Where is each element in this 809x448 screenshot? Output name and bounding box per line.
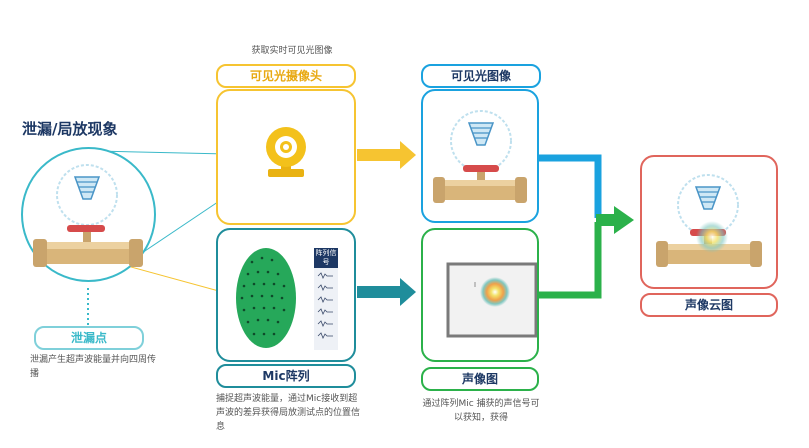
mic-label: Mic阵列 — [216, 364, 356, 388]
acoustic-image-panel — [421, 228, 539, 362]
cloud-overlay-illustration — [656, 174, 762, 267]
acoustic-heatmap-illustration — [446, 262, 538, 338]
camera-to-visible-arrow — [357, 141, 416, 169]
camera-icon — [266, 127, 306, 177]
camera-label: 可见光摄像头 — [216, 64, 356, 88]
phenomenon-title: 泄漏/局放现象 — [22, 120, 118, 138]
valve-handle — [67, 225, 105, 232]
leak-to-mic-line — [119, 263, 227, 295]
camera-panel — [216, 89, 356, 225]
leak-description: 泄漏产生超声波能量并向四周传播 — [30, 355, 157, 379]
mic-array-illustration — [236, 248, 338, 350]
visible-image-label: 可见光图像 — [421, 64, 541, 88]
visible-to-cloud-line — [535, 154, 602, 218]
cloud-image-panel — [640, 155, 778, 289]
visible-image-panel — [421, 89, 539, 223]
mic-to-acoustic-arrow — [357, 278, 416, 306]
ultrasound-source-icon — [73, 176, 101, 200]
acoustic-to-cloud-line — [535, 222, 602, 299]
acoustic-image-label: 声像图 — [421, 367, 539, 391]
leak-scene-illustration — [33, 164, 143, 267]
cloud-image-label: 声像云图 — [640, 293, 778, 317]
merge-to-cloud-arrow — [596, 206, 634, 234]
signal-header: 阵列信号 — [314, 248, 338, 268]
top-note: 获取实时可见光图像 — [251, 46, 333, 56]
visible-scene-illustration — [433, 110, 527, 203]
leak-circle — [21, 147, 156, 282]
leak-point-label: 泄漏点 — [34, 326, 144, 350]
acoustic-description: 通过阵列Mic 捕获的声信号可以获知，获得 — [422, 399, 540, 423]
mic-panel: 阵列信号 — [216, 228, 356, 362]
mic-description: 捕捉超声波能量，通过Mic接收到超声波的差异获得局放测试点的位置信息 — [216, 394, 361, 432]
